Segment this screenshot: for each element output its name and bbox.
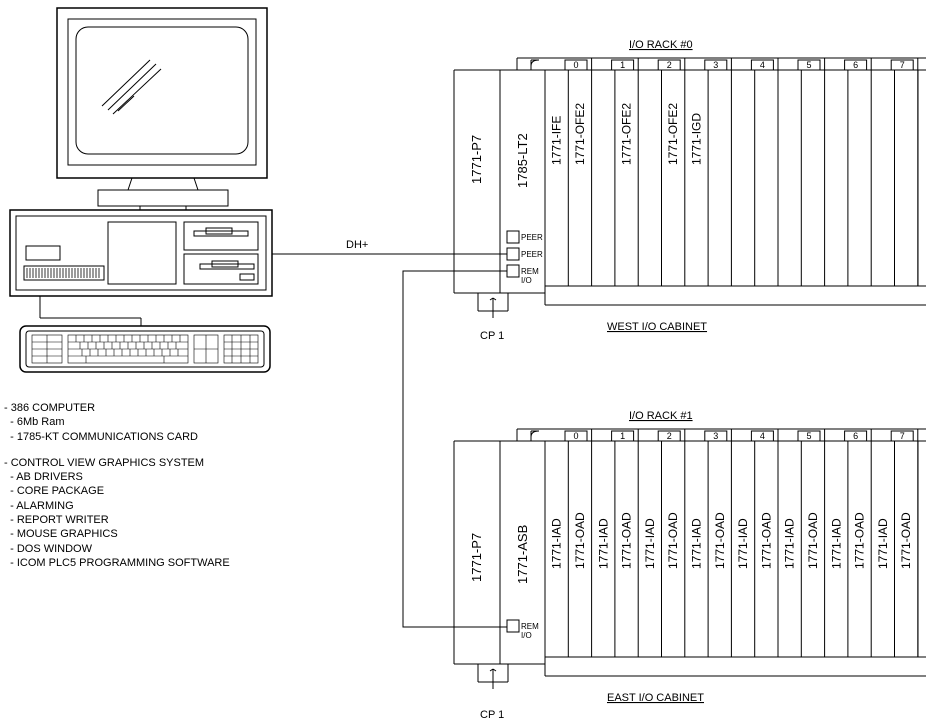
rack-0-power-supply: 1771-P7 xyxy=(469,135,484,184)
rack-0-module-label: 1771-IFE xyxy=(550,116,564,165)
rack-1-slot-tab xyxy=(704,430,728,442)
software-line: - MOUSE GRAPHICS xyxy=(4,528,118,541)
software-line: - ALARMING xyxy=(4,499,74,512)
rack-1-power-supply: 1771-P7 xyxy=(469,533,484,582)
rack-0-module-label: 1771-OFE2 xyxy=(666,103,680,165)
rack-1-slot-number: 1 xyxy=(620,431,625,441)
rack-1-slot-tab xyxy=(657,430,681,442)
rack-1-slot-number: 0 xyxy=(573,431,578,441)
rack-1-module-label: 1771-IAD xyxy=(876,518,890,569)
spec-line: - 1785-KT COMMUNICATIONS CARD xyxy=(4,430,198,443)
rack-0-processor: 1785-LT2 xyxy=(515,133,530,188)
rack-1-module-label: 1771-OAD xyxy=(899,512,913,569)
rack-0-slot-number: 1 xyxy=(620,60,625,70)
rack-0-slot-number: 7 xyxy=(900,60,905,70)
rack-1-slot-number: 2 xyxy=(667,431,672,441)
rack-0-module-label: 1771-OFE2 xyxy=(620,103,634,165)
rack-1-slot-number: 6 xyxy=(853,431,858,441)
rack-0-slot-tab xyxy=(611,59,635,71)
remote-io-link xyxy=(402,270,507,628)
computer-workstation xyxy=(9,7,273,373)
software-line: - DOS WINDOW xyxy=(4,542,92,555)
rack-1-slot-tab xyxy=(797,430,821,442)
rack-0-slot-number: 4 xyxy=(760,60,765,70)
rack-0-cabinet-label: WEST I/O CABINET xyxy=(607,321,707,333)
rack-1-slot-tab xyxy=(750,430,774,442)
rack-1-module-label: 1771-IAD xyxy=(783,518,797,569)
rack-1-cp-label: CP 1 xyxy=(480,709,504,721)
rack-1-slot-tab xyxy=(890,430,914,442)
dh-plus-label: DH+ xyxy=(346,239,368,251)
computer-spec-list: - 386 COMPUTER - 6Mb Ram - 1785-KT COMMU… xyxy=(4,401,334,570)
rack-0-slot-number: 2 xyxy=(667,60,672,70)
rack-1-module-label: 1771-OAD xyxy=(666,512,680,569)
rack-0-port-peer-2: PEER xyxy=(521,250,543,259)
rack-0-slot-tab xyxy=(564,59,588,71)
rack-1-module-label: 1771-OAD xyxy=(806,512,820,569)
rack-1-slot-number: 5 xyxy=(806,431,811,441)
monitor xyxy=(56,7,268,210)
rack-0-title: I/O RACK #0 xyxy=(629,39,693,51)
rack-1-slot-number: 4 xyxy=(760,431,765,441)
rack-1-module-label: 1771-OAD xyxy=(573,512,587,569)
rack-1-adapter: 1771-ASB xyxy=(515,525,530,584)
rack-0-slot-tab xyxy=(844,59,868,71)
rack-1-module-label: 1771-IAD xyxy=(596,518,610,569)
rack-1-slot-number: 7 xyxy=(900,431,905,441)
io-rack-1 xyxy=(453,428,926,689)
rack-1-module-label: 1771-OAD xyxy=(713,512,727,569)
software-line: - CORE PACKAGE xyxy=(4,485,105,498)
rack-1-module-label: 1771-OAD xyxy=(853,512,867,569)
rack-1-module-label: 1771-OAD xyxy=(620,512,634,569)
rack-1-module-label: 1771-IAD xyxy=(643,518,657,569)
software-line: - ICOM PLC5 PROGRAMMING SOFTWARE xyxy=(4,556,230,569)
rack-1-module-label: 1771-OAD xyxy=(759,512,773,569)
rack-0-module-label: 1771-IGD xyxy=(689,113,703,165)
rack-0-slot-number: 3 xyxy=(713,60,718,70)
spec-line: - 386 COMPUTER xyxy=(4,402,96,414)
rack-1-module-label: 1771-IAD xyxy=(736,518,750,569)
rack-1-slot-number: 3 xyxy=(713,431,718,441)
rack-0-slot-tab xyxy=(797,59,821,71)
rack-0-slot-tab xyxy=(704,59,728,71)
io-rack-0 xyxy=(453,57,926,318)
spec-line: - 6Mb Ram xyxy=(4,416,65,429)
software-line: - AB DRIVERS xyxy=(4,471,83,484)
system-unit xyxy=(9,209,273,297)
software-line: - CONTROL VIEW GRAPHICS SYSTEM xyxy=(4,456,205,469)
rack-0-slot-tab xyxy=(657,59,681,71)
rack-0-port-peer-1: PEER xyxy=(521,233,543,242)
rack-0-module-label: 1771-OFE2 xyxy=(573,103,587,165)
rack-1-slot-tab xyxy=(564,430,588,442)
rack-0-cp-label: CP 1 xyxy=(480,330,504,342)
rack-0-slot-tab xyxy=(750,59,774,71)
rack-1-module-label: 1771-IAD xyxy=(550,518,564,569)
rack-0-slot-number: 5 xyxy=(806,60,811,70)
keyboard xyxy=(19,325,271,373)
rack-0-slot-tab xyxy=(890,59,914,71)
rack-1-title: I/O RACK #1 xyxy=(629,410,693,422)
software-line: - REPORT WRITER xyxy=(4,514,109,527)
rack-0-slot-number: 0 xyxy=(573,60,578,70)
rack-0-slot-number: 6 xyxy=(853,60,858,70)
rack-1-module-label: 1771-IAD xyxy=(689,518,703,569)
rack-1-cabinet-label: EAST I/O CABINET xyxy=(607,692,704,704)
rack-1-module-label: 1771-IAD xyxy=(829,518,843,569)
rack-1-slot-tab xyxy=(611,430,635,442)
rack-1-slot-tab xyxy=(844,430,868,442)
